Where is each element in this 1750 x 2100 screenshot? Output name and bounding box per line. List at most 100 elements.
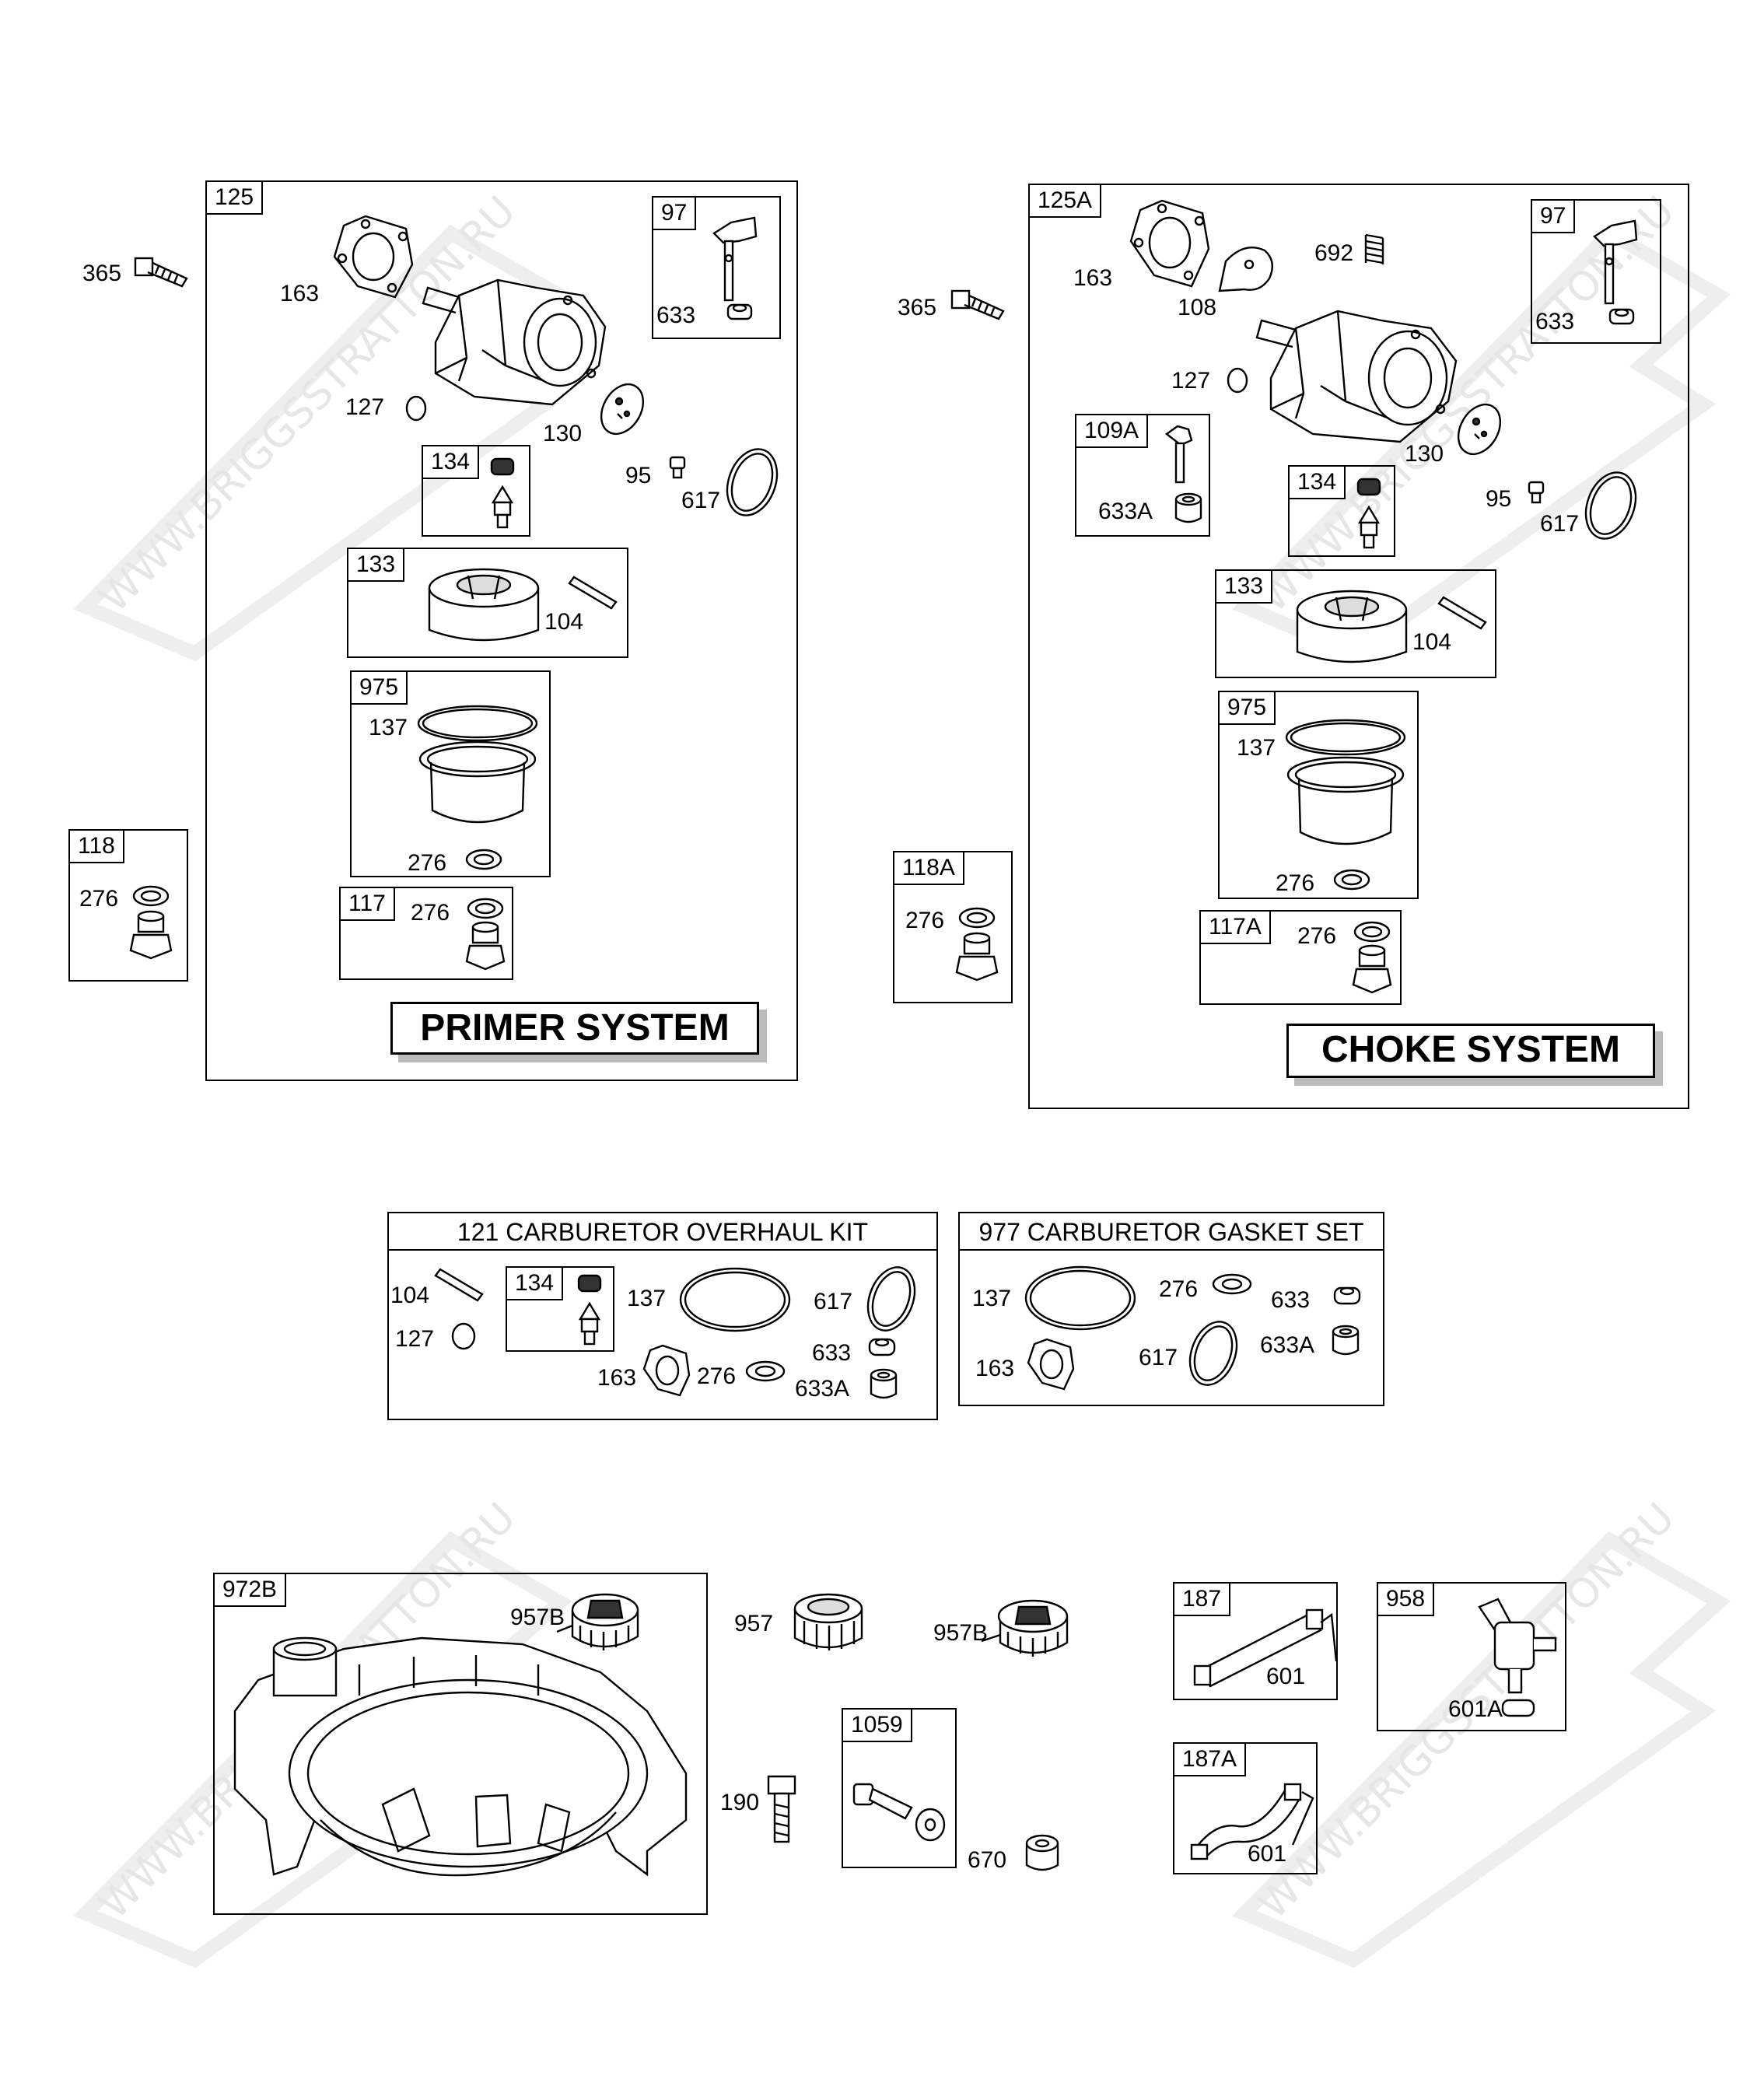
gasket-163-icon — [1129, 199, 1210, 288]
bowl-box-975: 975 137 276 — [350, 670, 551, 877]
ref-tag: 975 — [350, 670, 408, 705]
screw-95-icon — [1528, 481, 1545, 504]
needle-box-134: 134 — [506, 1266, 614, 1352]
label-130: 130 — [543, 421, 583, 446]
label-276: 276 — [1276, 870, 1315, 896]
vented-cap-icon — [556, 1593, 639, 1650]
fuel-cap-957-icon — [793, 1593, 863, 1650]
float-icon — [1296, 590, 1408, 663]
gasket-163-icon — [333, 215, 414, 299]
ref-tag: 187A — [1173, 1742, 1247, 1776]
label-633A: 633A — [1098, 499, 1153, 524]
label-137: 137 — [627, 1286, 667, 1311]
gasket-137-icon — [679, 1267, 791, 1332]
label-692: 692 — [1314, 240, 1354, 266]
label-633A: 633A — [795, 1376, 850, 1402]
shoulder-bolt-icon — [852, 1783, 946, 1842]
bushing-633A-icon — [1174, 492, 1202, 523]
divider — [960, 1249, 1383, 1251]
label-957B: 957B — [933, 1620, 989, 1646]
overhaul-kit-title: 121 CARBURETOR OVERHAUL KIT — [457, 1218, 869, 1246]
label-633: 633 — [812, 1340, 852, 1366]
seal-276-icon — [745, 1360, 786, 1382]
label-127: 127 — [345, 394, 385, 420]
ref-tag: 117A — [1199, 910, 1271, 944]
label-104: 104 — [390, 1283, 430, 1308]
pin-104-icon — [1437, 596, 1487, 630]
float-box-133: 133 104 — [347, 548, 628, 658]
washer-276-icon — [1333, 869, 1370, 891]
choke-system-title: CHOKE SYSTEM — [1286, 1024, 1655, 1078]
fuel-line-box-187: 187 601 — [1173, 1582, 1338, 1700]
drain-screw-icon — [465, 898, 506, 971]
label-957B: 957B — [510, 1605, 565, 1630]
needle-valve-icon — [490, 457, 515, 529]
drain-screw-icon — [1352, 921, 1392, 994]
oring-617-icon — [726, 448, 779, 516]
inlet-box-109A: 109A 633A — [1075, 414, 1210, 537]
ref-tag: 958 — [1377, 1582, 1435, 1616]
label-108: 108 — [1178, 295, 1217, 320]
ref-tag: 125 — [205, 180, 264, 215]
carburetor-body-icon — [422, 278, 607, 406]
screw-95-icon — [669, 456, 686, 479]
ref-tag: 118A — [893, 851, 964, 885]
elbow-fuel-line-icon — [1190, 1783, 1314, 1860]
ref-tag: 109A — [1075, 414, 1149, 448]
needle-valve-icon — [577, 1274, 602, 1346]
primer-system-title: PRIMER SYSTEM — [390, 1002, 759, 1055]
carburetor-body-icon — [1255, 310, 1458, 443]
oring-127-icon — [451, 1322, 476, 1350]
vented-cap-icon — [981, 1599, 1069, 1657]
gasket-set-box: 977 CARBURETOR GASKET SET 137 276 633 16… — [958, 1212, 1384, 1406]
label-276: 276 — [697, 1363, 737, 1389]
plate-130-icon — [1457, 404, 1502, 455]
overhaul-kit-box: 121 CARBURETOR OVERHAUL KIT 104 127 134 … — [387, 1212, 938, 1420]
bowl-icon — [417, 705, 538, 824]
label-617: 617 — [681, 488, 721, 513]
fuel-tank-box-972B: 972B 957B — [213, 1573, 708, 1915]
label-276: 276 — [408, 850, 447, 876]
ref-tag: 134 — [506, 1266, 564, 1300]
ref-tag: 117 — [339, 887, 395, 921]
ref-tag: 187 — [1173, 1582, 1231, 1616]
pin-104-icon — [434, 1268, 484, 1302]
ref-tag: 134 — [1288, 465, 1346, 499]
label-163: 163 — [975, 1356, 1015, 1381]
washer-633-icon — [868, 1338, 896, 1356]
washer-276-icon — [465, 849, 502, 870]
gasket-set-title: 977 CARBURETOR GASKET SET — [978, 1218, 1364, 1246]
oring-617-icon — [866, 1266, 916, 1332]
label-601: 601 — [1248, 1841, 1287, 1867]
primer-lever-icon — [712, 216, 758, 302]
label-633: 633 — [1271, 1287, 1311, 1313]
label-130: 130 — [1405, 441, 1444, 467]
oring-617-icon — [1584, 471, 1637, 540]
inlet-fitting-icon — [1164, 425, 1193, 484]
float-icon — [428, 568, 540, 642]
oring-127-icon — [1227, 367, 1248, 394]
label-276: 276 — [905, 908, 945, 933]
float-box-133: 133 104 — [1215, 569, 1496, 678]
label-163: 163 — [597, 1365, 637, 1391]
choke-assembly-frame: 125A — [1028, 184, 1689, 1109]
needle-box-134: 134 — [422, 445, 530, 537]
needle-valve-icon — [1356, 478, 1381, 549]
label-276: 276 — [1297, 923, 1337, 949]
primer-assembly-frame: 125 — [205, 180, 798, 1081]
drain-box-117A: 117A 276 — [1199, 910, 1402, 1005]
label-633: 633 — [1535, 309, 1575, 334]
bolt-box-1059: 1059 — [842, 1708, 957, 1868]
seal-276-icon — [1212, 1273, 1252, 1295]
plate-130-icon — [600, 383, 645, 435]
divider — [389, 1249, 936, 1251]
label-127: 127 — [395, 1326, 435, 1352]
label-670: 670 — [968, 1847, 1007, 1873]
ref-tag: 133 — [347, 548, 405, 582]
label-163: 163 — [1073, 265, 1113, 291]
label-190: 190 — [720, 1790, 760, 1815]
fuel-tank-icon — [233, 1636, 688, 1877]
label-95: 95 — [625, 463, 652, 488]
primer-bulb-box-97: 97 633 — [1531, 199, 1661, 344]
bolt-190-icon — [767, 1775, 796, 1843]
